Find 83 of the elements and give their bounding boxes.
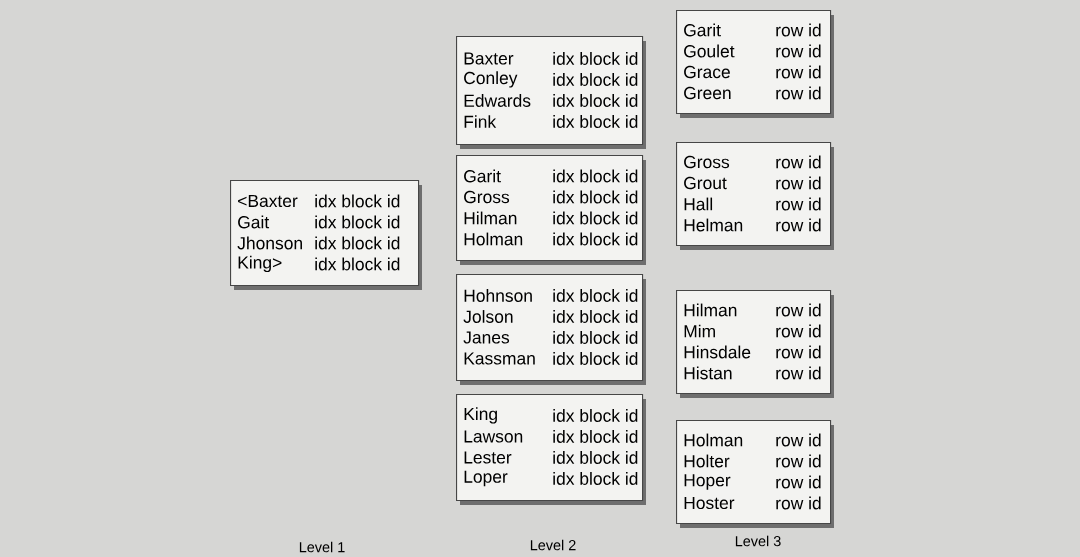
row-text: row id (776, 44, 821, 58)
index-block (230, 180, 422, 290)
row-text: row id (776, 324, 821, 338)
row-text: idx block id (553, 115, 638, 128)
index-block (676, 10, 834, 118)
row-text: Hilman (684, 303, 737, 317)
row-text: row id (776, 65, 821, 79)
row-text: Mim (684, 324, 715, 338)
row-text: Gross (684, 155, 730, 169)
row-text: Holman (684, 433, 743, 447)
row-text: row id (776, 86, 821, 100)
row-text: idx block id (553, 430, 638, 443)
row-text: Janes (463, 331, 510, 344)
row-text: Hilman (464, 211, 517, 225)
row-text: Histan (684, 366, 732, 380)
level-label: Level 1 (299, 541, 345, 553)
row-text: Helman (684, 218, 743, 232)
row-text: idx block id (553, 94, 638, 107)
row-text: Hall (684, 197, 713, 211)
row-text: idx block id (553, 331, 638, 344)
index-block (456, 394, 646, 505)
row-text: King (464, 407, 497, 424)
row-text: idx block id (553, 52, 638, 65)
level-label: Level 2 (530, 539, 576, 551)
row-text: Grout (684, 176, 727, 190)
row-text: idx block id (315, 194, 400, 208)
row-text: idx block id (315, 215, 400, 229)
row-text: row id (776, 496, 821, 510)
index-block (456, 36, 646, 149)
row-text: Hoster (684, 496, 735, 510)
row-text: Garit (684, 23, 721, 37)
row-text: Gait (238, 215, 270, 229)
row-text: row id (776, 433, 821, 447)
row-text: idx block id (553, 190, 638, 204)
row-text: Fink (464, 115, 497, 128)
row-text: Holman (464, 232, 523, 246)
row-text: Kassman (464, 352, 535, 365)
row-text: Goulet (684, 44, 735, 58)
row-text: Conley (464, 71, 518, 88)
row-text: Hoper (684, 474, 731, 490)
row-text: idx block id (553, 232, 638, 246)
row-text: row id (776, 303, 821, 317)
row-text: idx block id (553, 169, 638, 183)
row-text: row id (776, 345, 821, 359)
row-text: idx block id (315, 236, 400, 250)
row-text: King> (238, 255, 282, 273)
row-text: Garit (464, 169, 501, 183)
row-text: Baxter (464, 52, 514, 65)
row-text: idx block id (553, 352, 638, 365)
row-text: row id (776, 23, 821, 37)
row-text: row id (776, 176, 821, 190)
row-text: idx block id (553, 451, 638, 464)
row-text: idx block id (553, 289, 638, 302)
row-text: Loper (464, 470, 508, 487)
row-text: Lester (464, 451, 512, 464)
row-text: row id (776, 475, 821, 489)
row-text: Hohnson (464, 289, 532, 302)
row-text: idx block id (315, 257, 400, 271)
row-text: row id (776, 454, 821, 468)
row-text: idx block id (553, 472, 638, 485)
row-text: Hinsdale (684, 345, 751, 359)
row-text: idx block id (553, 73, 638, 86)
row-text: Green (684, 86, 731, 100)
row-text: row id (776, 218, 821, 232)
row-text: Grace (684, 65, 730, 79)
row-text: idx block id (553, 409, 638, 422)
row-text: row id (776, 197, 821, 211)
index-block (676, 290, 834, 398)
row-text: <Baxter (238, 194, 298, 208)
index-block (676, 419, 834, 528)
row-text: row id (776, 155, 821, 169)
row-text: Jhonson (237, 236, 302, 250)
index-block (676, 142, 834, 250)
index-block (456, 155, 646, 265)
row-text: idx block id (553, 211, 638, 225)
row-text: row id (776, 366, 821, 380)
row-text: Holter (684, 454, 730, 468)
row-text: Edwards (464, 94, 531, 107)
row-text: Gross (464, 190, 510, 204)
row-text: Jolson (463, 310, 513, 323)
row-text: idx block id (553, 310, 638, 323)
row-text: Lawson (464, 430, 523, 443)
index-block (456, 274, 646, 385)
